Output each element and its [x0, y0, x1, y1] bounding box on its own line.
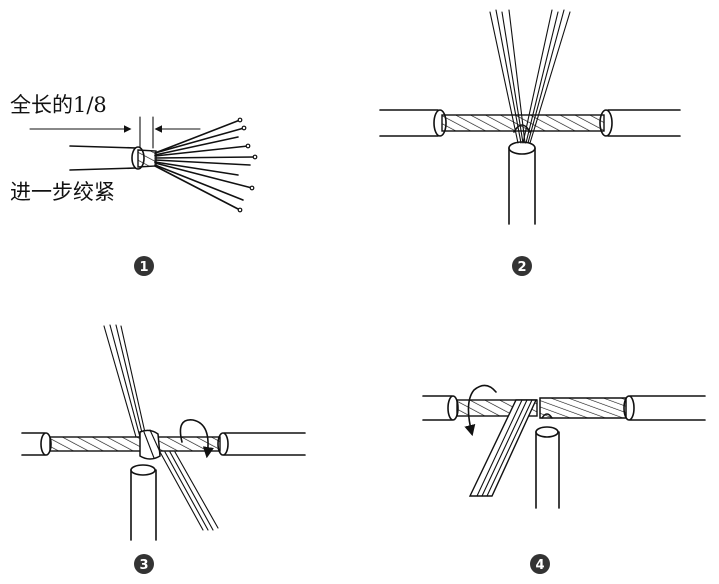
step-badge-3: 3 [134, 554, 154, 574]
wire-insulation [69, 145, 145, 171]
step-number-1: 1 [139, 260, 148, 275]
main-wire-right [217, 432, 306, 456]
bare-conductor [49, 436, 221, 452]
step-number-2: 2 [517, 260, 526, 275]
spread-strands [154, 119, 256, 211]
wrap-knot [139, 429, 161, 460]
lower-strand-bundle [159, 451, 219, 531]
step-number-3: 3 [139, 558, 148, 573]
upper-strand-bundle [103, 324, 147, 438]
panel-step-4: 4 [422, 384, 706, 574]
rotation-arrow [179, 419, 214, 459]
free-strand-bundle [468, 399, 538, 497]
branch-wire [508, 141, 536, 225]
step-number-4: 4 [535, 558, 544, 573]
main-wire-right [623, 395, 706, 421]
main-wire-left [422, 395, 459, 421]
step-badge-4: 4 [530, 554, 550, 574]
branch-wire [535, 426, 560, 509]
panel-step-3: 3 [21, 324, 306, 574]
branch-wire [130, 464, 157, 541]
branch-strands [489, 9, 571, 144]
twist-note-label: 进一步绞紧 [10, 180, 115, 204]
panel-step-1: 全长的1/8 进一步绞紧 [10, 93, 258, 276]
length-note-label: 全长的1/8 [10, 93, 107, 117]
twisted-stub [137, 149, 157, 168]
step-badge-2: 2 [512, 256, 532, 276]
panel-step-2: 2 [379, 9, 681, 276]
wrapped-coil [539, 397, 627, 419]
main-wire-right [599, 109, 681, 137]
dimension-arrows [29, 116, 201, 149]
strand-tips [237, 117, 258, 213]
step-badge-1: 1 [134, 256, 154, 276]
rotation-arrow [464, 384, 497, 437]
strand-crossing [513, 124, 531, 133]
main-wire-left [379, 109, 447, 137]
main-wire-left [21, 432, 52, 456]
branch-joint [541, 413, 553, 419]
